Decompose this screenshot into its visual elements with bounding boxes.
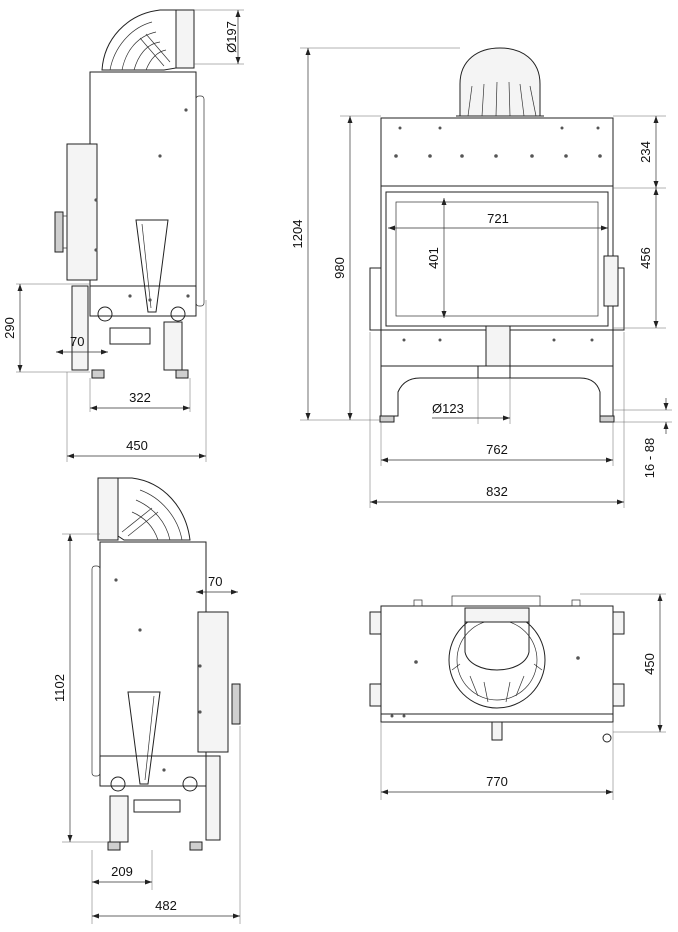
front-view: 1204 980 721 401 234 456 Ø123 762 83 — [290, 47, 672, 508]
dim-legs-range: 16 - 88 — [642, 438, 657, 478]
flue-top — [448, 607, 546, 709]
flue-elbow — [101, 9, 195, 71]
flue-elbow-right — [97, 477, 191, 541]
dim-top-depth-450: 450 — [642, 653, 657, 675]
dim-depth-450: 450 — [126, 438, 148, 453]
side-control-panel — [603, 255, 619, 307]
air-funnel-right — [127, 691, 161, 785]
dim-height-401: 401 — [426, 247, 441, 269]
dim-height-1102: 1102 — [52, 674, 67, 702]
dim-flue-diameter: Ø197 — [224, 21, 239, 53]
dim-height-290: 290 — [2, 317, 17, 339]
dim-side-456: 456 — [638, 247, 653, 269]
side-view-right: 1102 70 209 482 — [52, 477, 241, 924]
dim-depth-209: 209 — [111, 864, 133, 879]
dim-depth-322: 322 — [129, 390, 151, 405]
door-frame — [380, 185, 614, 331]
dim-width-770: 770 — [486, 774, 508, 789]
dim-height-980: 980 — [332, 257, 347, 279]
dim-offset-70: 70 — [70, 334, 84, 349]
dim-width-832: 832 — [486, 484, 508, 499]
control-panel-side-right — [197, 611, 229, 753]
front-upper-panel — [380, 117, 614, 187]
dim-height-1204: 1204 — [290, 220, 305, 249]
top-view: 450 770 — [369, 593, 666, 800]
door-glass — [395, 201, 599, 317]
air-funnel — [135, 219, 169, 313]
body-side-left — [89, 71, 197, 317]
dim-width-762: 762 — [486, 442, 508, 457]
control-panel-side — [66, 143, 98, 281]
side-view-left: Ø197 290 70 322 450 — [2, 9, 244, 462]
dim-depth-482: 482 — [155, 898, 177, 913]
dim-inlet-diameter: Ø123 — [432, 401, 464, 416]
dim-width-721: 721 — [487, 211, 509, 226]
flue-dome — [456, 47, 544, 117]
dim-top-234: 234 — [638, 141, 653, 163]
dim-offset-70-right: 70 — [208, 574, 222, 589]
